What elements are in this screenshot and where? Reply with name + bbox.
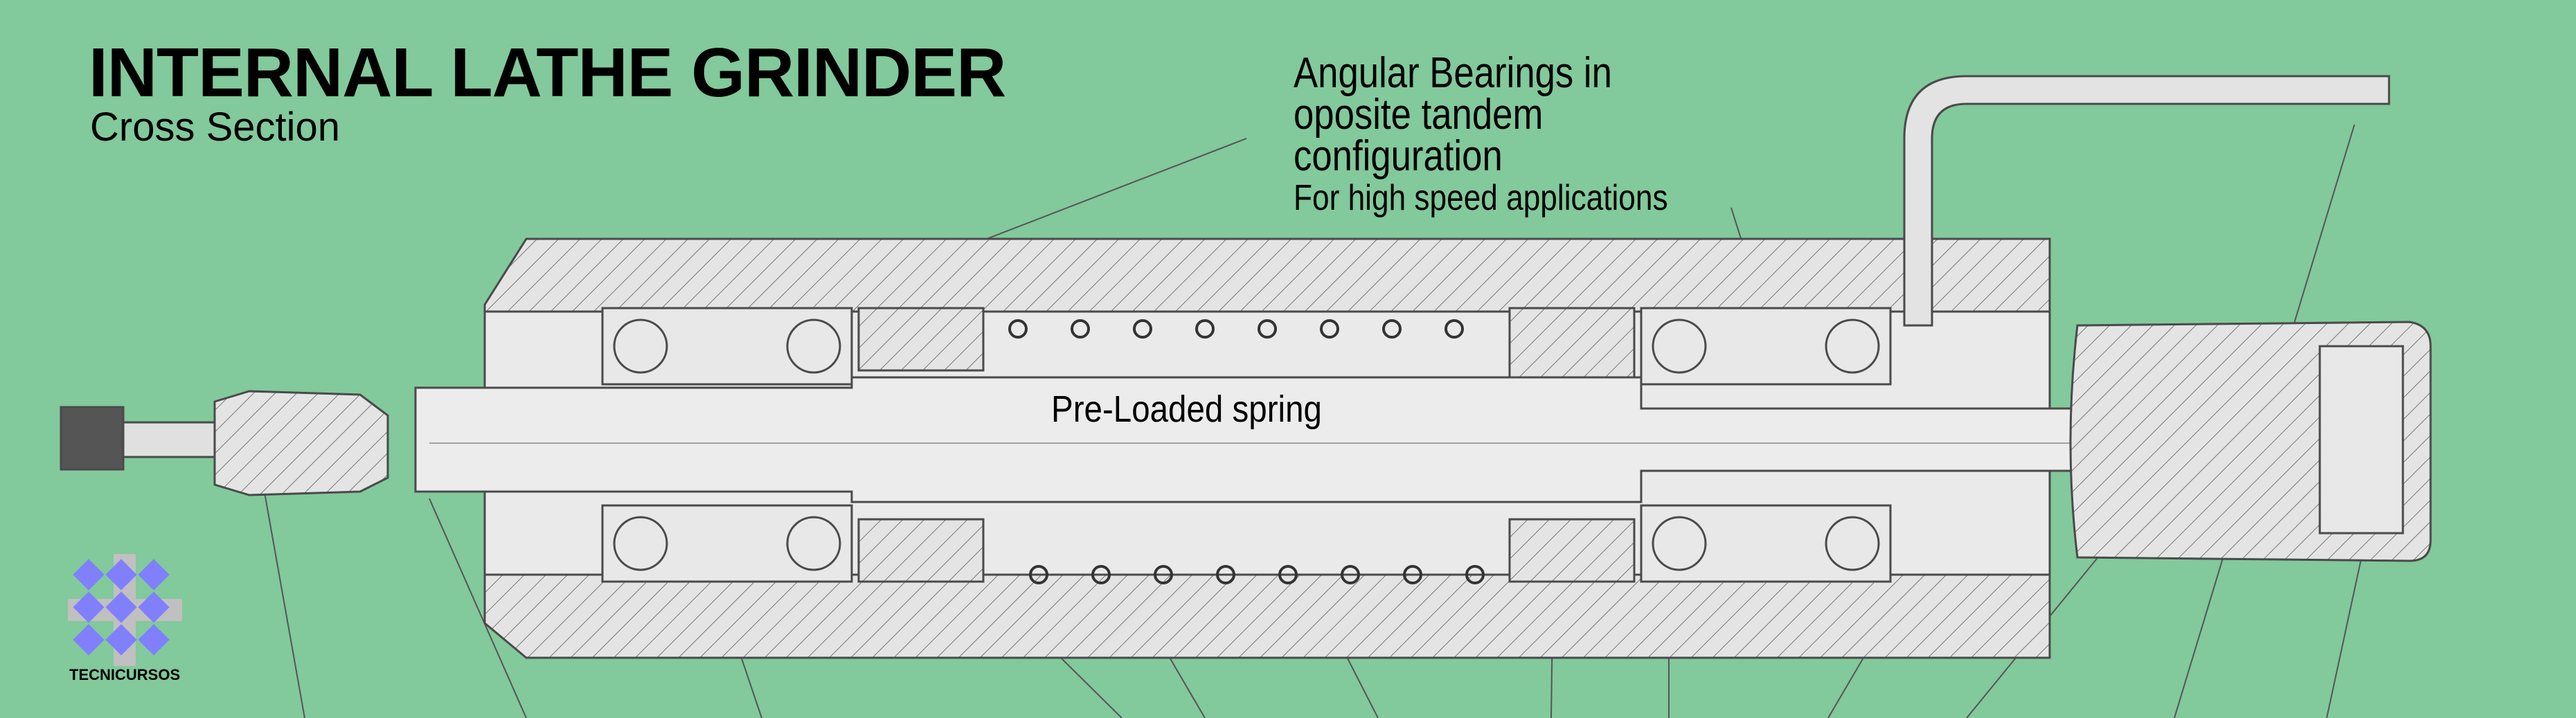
coolant-pipe xyxy=(1903,75,2390,327)
page-title: INTERNAL LATHE GRINDER xyxy=(89,34,1006,111)
spacers xyxy=(857,307,1636,583)
grinding-wheel xyxy=(60,406,125,471)
spring-label: Pre-Loaded spring xyxy=(1051,388,1322,430)
spring-coils xyxy=(1008,319,1485,584)
collet xyxy=(213,390,389,496)
annotation-subtext: For high speed applications xyxy=(1294,178,1668,218)
annotation-line: oposite tandem xyxy=(1294,91,1544,138)
tecnicursos-logo xyxy=(68,554,182,666)
logo-text: TECNICURSOS xyxy=(69,666,181,683)
bearing-annotation: Angular Bearings in oposite tandem confi… xyxy=(1294,49,1668,219)
annotation-line: configuration xyxy=(1294,132,1503,180)
annotation-line: Angular Bearings in xyxy=(1294,49,1612,97)
page-subtitle: Cross Section xyxy=(90,105,341,150)
bearings xyxy=(601,307,1892,583)
